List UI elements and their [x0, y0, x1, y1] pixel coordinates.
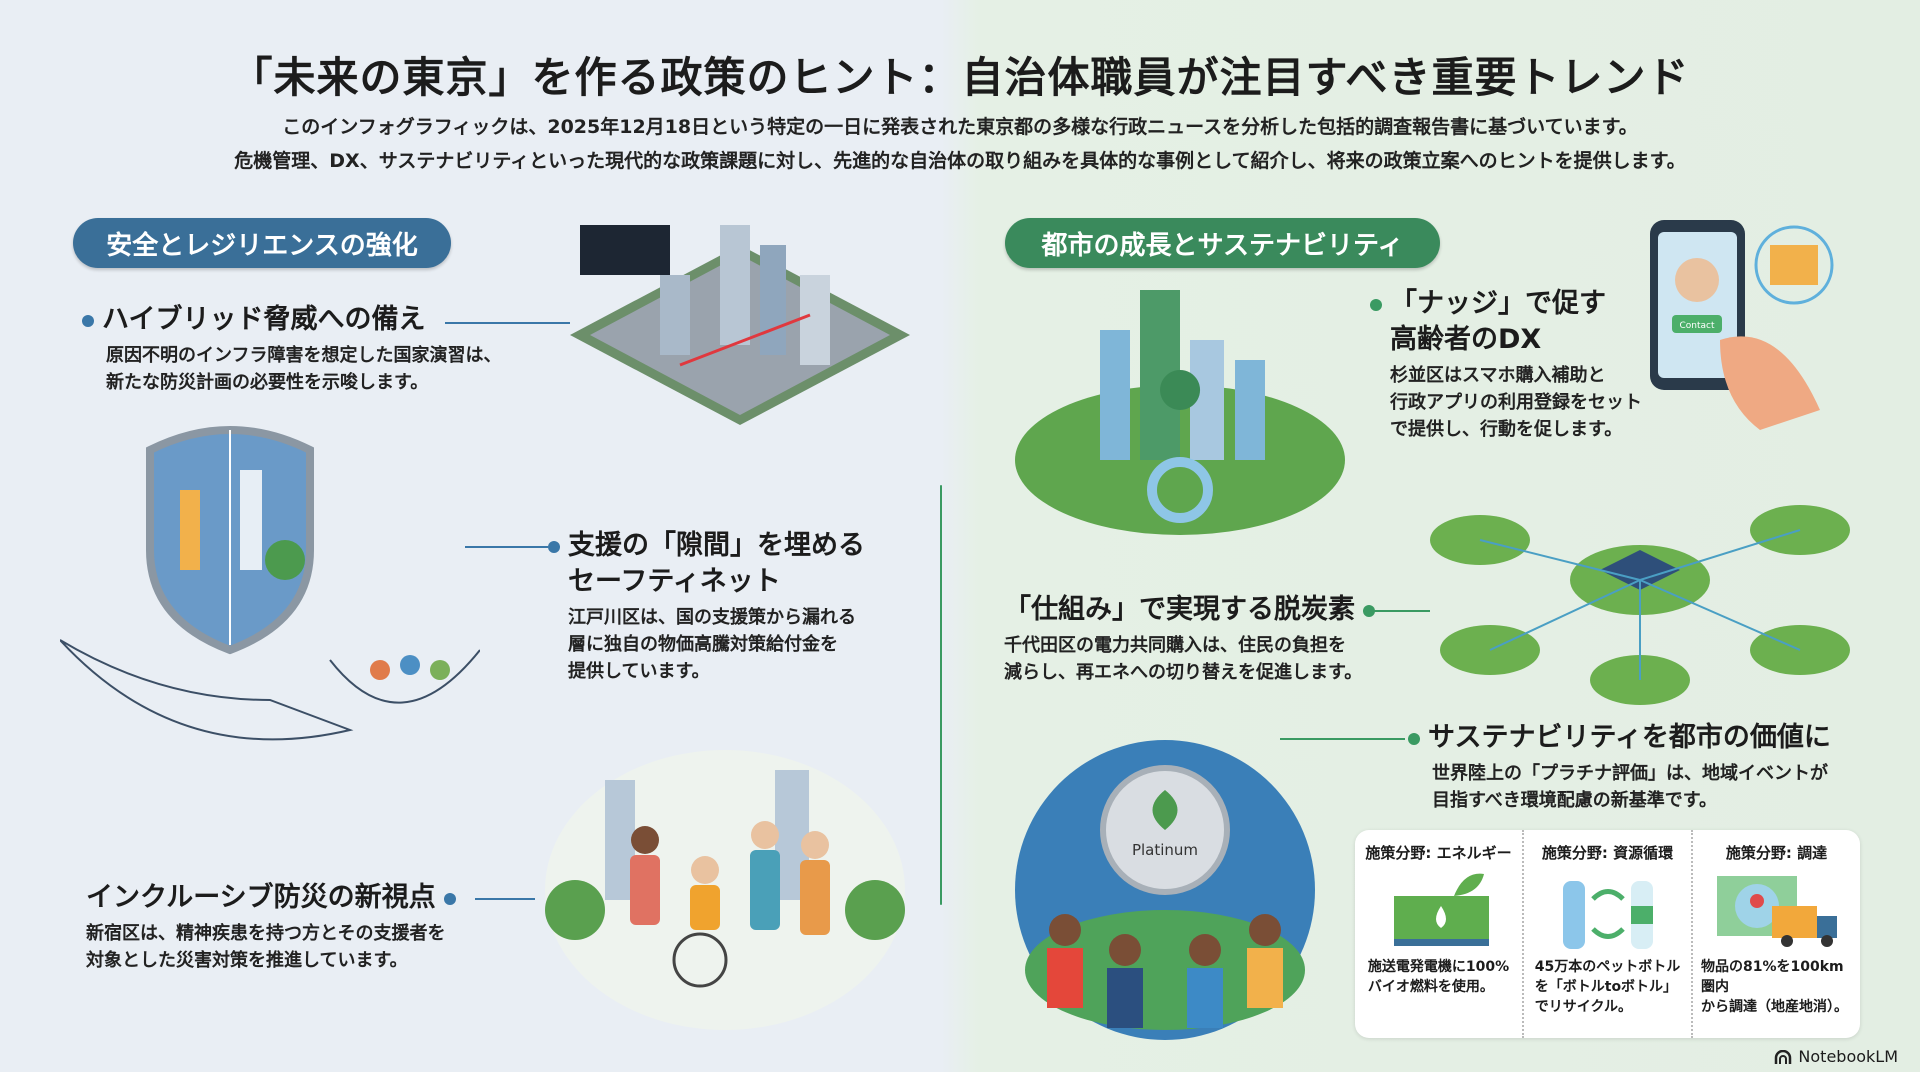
item-desc: 減らし、再エネへの切り替えを促進します。: [1004, 662, 1363, 683]
item-desc: 世界陸上の「プラチナ評価」は、地域イベントが: [1432, 763, 1828, 784]
item-sustainability-value: サステナビリティを都市の価値に 世界陸上の「プラチナ評価」は、地域イベントが目指…: [1400, 720, 1831, 814]
item-desc: で提供し、行動を促します。: [1390, 419, 1623, 440]
item-title: ハイブリッド脅威への備え: [102, 304, 426, 335]
item-desc: 行政アプリの利用登録をセット: [1390, 392, 1642, 413]
connector-line: [445, 322, 570, 324]
item-decarbonization: 「仕組み」で実現する脱炭素 千代田区の電力共同購入は、住民の負担を減らし、再エネ…: [1004, 592, 1383, 686]
item-desc: 千代田区の電力共同購入は、住民の負担を: [1004, 635, 1346, 656]
policy-field-procurement: 施策分野: 調達 物品の81%を100km圏内から調達（地産地消）。: [1693, 830, 1860, 1038]
bullet-dot: [548, 540, 560, 553]
item-desc: 新たな防災計画の必要性を示唆します。: [106, 372, 429, 393]
policy-field-recycling: 施策分野: 資源循環 45万本のペットボトルを「ボトルtoボトル」でリサイクル。: [1524, 830, 1693, 1038]
item-desc: 原因不明のインフラ障害を想定した国家演習は、: [106, 345, 502, 366]
bullet-dot: [1363, 604, 1375, 617]
item-title: 高齢者のDX: [1390, 324, 1542, 355]
inclusive-community-illustration: [545, 750, 905, 1030]
field-desc: 物品の81%を100km圏内: [1701, 959, 1844, 995]
bullet-dot: [82, 314, 94, 327]
solar-microgrid-illustration: [1430, 505, 1850, 705]
section-pill-sustainability: 都市の成長とサステナビリティ: [1005, 218, 1440, 268]
subtitle-line-1: このインフォグラフィックは、2025年12月18日という特定の一日に発表された東…: [282, 116, 1638, 138]
section-pill-safety: 安全とレジリエンスの強化: [73, 218, 451, 268]
bullet-dot: [1408, 732, 1420, 745]
bottle-recycle-icon: [1562, 881, 1653, 949]
platinum-badge-label: Platinum: [1132, 841, 1198, 859]
bullet-dot: [1370, 298, 1382, 311]
item-hybrid-threat: ハイブリッド脅威への備え 原因不明のインフラ障害を想定した国家演習は、新たな防災…: [74, 302, 501, 396]
item-desc: 目指すべき環境配慮の新基準です。: [1432, 790, 1717, 811]
generator-icon: [1393, 873, 1489, 946]
item-inclusive: インクルーシブ防災の新視点 新宿区は、精神疾患を持つ方とその支援者を対象とした災…: [86, 880, 464, 974]
item-title: 「仕組み」で実現する脱炭素: [1004, 594, 1355, 625]
smartphone-elderly-illustration: Contact: [1650, 220, 1834, 430]
field-heading: 施策分野: エネルギー: [1365, 844, 1512, 862]
policy-field-energy: 施策分野: エネルギー 施送電発電機に100% バイオ燃料を使用。: [1355, 830, 1524, 1038]
item-desc: 杉並区はスマホ購入補助と: [1390, 365, 1606, 386]
subtitle-line-2: 危機管理、DX、サステナビリティといった現代的な政策課題に対し、先進的な自治体の…: [234, 150, 1686, 172]
brand-label: NotebookLM: [1798, 1047, 1898, 1066]
field-heading: 施策分野: 資源循環: [1541, 844, 1674, 862]
item-desc: 対象とした災害対策を推進しています。: [86, 950, 408, 971]
item-desc: 新宿区は、精神疾患を持つ方とその支援者を: [86, 923, 446, 944]
item-desc: 江戸川区は、国の支援策から漏れる: [568, 607, 856, 628]
contact-button-label: Contact: [1679, 321, 1714, 331]
field-desc: バイオ燃料を使用。: [1367, 979, 1494, 995]
item-nudge: 「ナッジ」で促す 高齢者のDX 杉並区はスマホ購入補助と行政アプリの利用登録をセ…: [1362, 286, 1642, 443]
policy-field-card: 施策分野: エネルギー 施送電発電機に100% バイオ燃料を使用。 施策分野: 資…: [1355, 830, 1860, 1038]
field-heading: 施策分野: 調達: [1725, 844, 1828, 862]
item-title: 「ナッジ」で促す: [1390, 288, 1606, 319]
field-desc: 45万本のペットボトル: [1534, 959, 1681, 975]
platinum-stadium-illustration: Platinum: [1015, 740, 1315, 1040]
bullet-dot: [443, 892, 456, 905]
connector-line: [1280, 738, 1405, 740]
map-truck-icon: [1716, 876, 1837, 947]
field-desc: 施送電発電機に100%: [1367, 959, 1510, 975]
notebooklm-logo: NotebookLM: [1774, 1047, 1898, 1066]
shield-and-safety-net-illustration: [60, 426, 480, 741]
field-desc: から調達（地産地消）。: [1701, 999, 1848, 1015]
item-title: インクルーシブ防災の新視点: [86, 882, 436, 913]
field-desc: でリサイクル。: [1534, 999, 1633, 1015]
connector-line: [475, 898, 535, 900]
connector-line: [940, 485, 942, 905]
field-desc: を「ボトルtoボトル」: [1534, 979, 1678, 995]
connector-line: [1370, 610, 1430, 612]
item-desc: 層に独自の物価高騰対策給付金を: [568, 634, 838, 655]
item-title: 支援の「隙間」を埋める: [568, 530, 865, 561]
item-safety-net: 支援の「隙間」を埋める セーフティネット 江戸川区は、国の支援策から漏れる層に独…: [540, 528, 865, 685]
item-title: サステナビリティを都市の価値に: [1428, 722, 1831, 753]
item-desc: 提供しています。: [568, 661, 710, 682]
page-title: 「未来の東京」を作る政策のヒント：自治体職員が注目すべき重要トレンド: [230, 53, 1690, 102]
notebooklm-icon: [1775, 1049, 1792, 1064]
item-title: セーフティネット: [568, 566, 781, 597]
green-city-illustration: [1015, 290, 1345, 535]
connector-line: [465, 546, 548, 548]
isometric-city-disruption-illustration: [570, 225, 910, 425]
